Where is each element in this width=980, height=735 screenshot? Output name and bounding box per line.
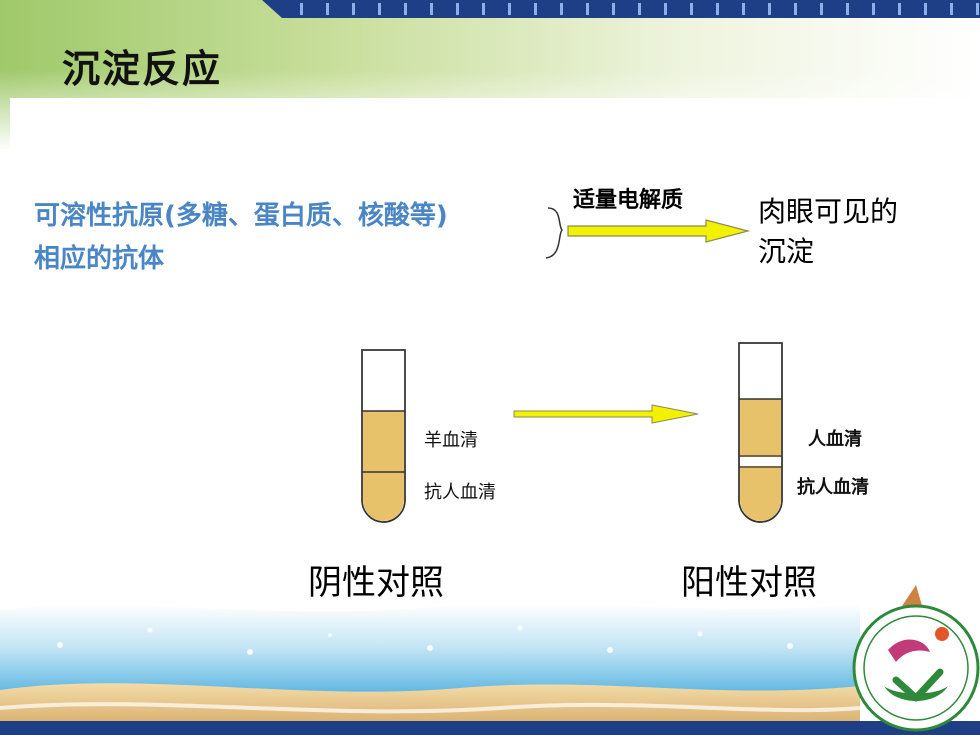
title-bar-stripe [742,3,745,15]
antigen-text-line2: 相应的抗体 [34,244,165,274]
title-bar-stripe [482,3,485,15]
title-bar-stripe [820,3,823,15]
title-bar-stripe [300,3,303,15]
title-bar-stripe [950,3,953,15]
title-bar-stripe [378,3,381,15]
title-bar-stripe [508,3,511,15]
negative-tube-top-label: 羊血清 [424,430,478,451]
negative-tube-bottom-label: 抗人血清 [424,482,496,503]
result-text-line1: 肉眼可见的 [758,195,899,228]
header-background [0,0,980,150]
positive-tube-top-label: 人血清 [808,429,862,450]
title-bar-stripe [586,3,589,15]
title-bar-stripe [872,3,875,15]
positive-tube-bottom-label: 抗人血清 [797,477,869,498]
transition-arrow [513,404,699,424]
title-bar-stripe [404,3,407,15]
title-bar-stripe [898,3,901,15]
title-bar-stripe [456,3,459,15]
title-bar-stripe [924,3,927,15]
title-bar-stripe [768,3,771,15]
negative-control-caption: 阴性对照 [308,563,444,603]
title-bar-stripe [976,3,979,15]
reaction-arrow [567,219,751,243]
result-text-line2: 沉淀 [758,235,815,268]
title-bar-stripe [534,3,537,15]
title-bar-stripe [716,3,719,15]
title-bar-stripe [352,3,355,15]
antigen-text-line1: 可溶性抗原(多糖、蛋白质、核酸等) [34,201,448,231]
positive-control-caption: 阳性对照 [681,563,817,603]
title-bar-stripe [326,3,329,15]
school-emblem-logo [852,585,980,732]
positive-control-tube [738,342,783,523]
title-bar-stripe [430,3,433,15]
title-bar-stripe [846,3,849,15]
title-bar-stripe [690,3,693,15]
title-bar-stripe [664,3,667,15]
title-bar-stripe [612,3,615,15]
slide-title: 沉淀反应 [62,46,223,91]
curly-brace [545,207,564,259]
title-bar-stripe [638,3,641,15]
negative-control-tube [361,349,406,523]
reaction-condition-label: 适量电解质 [573,188,684,213]
footer-beach-background [0,590,980,735]
title-bar-stripe [560,3,563,15]
title-bar-stripe [794,3,797,15]
